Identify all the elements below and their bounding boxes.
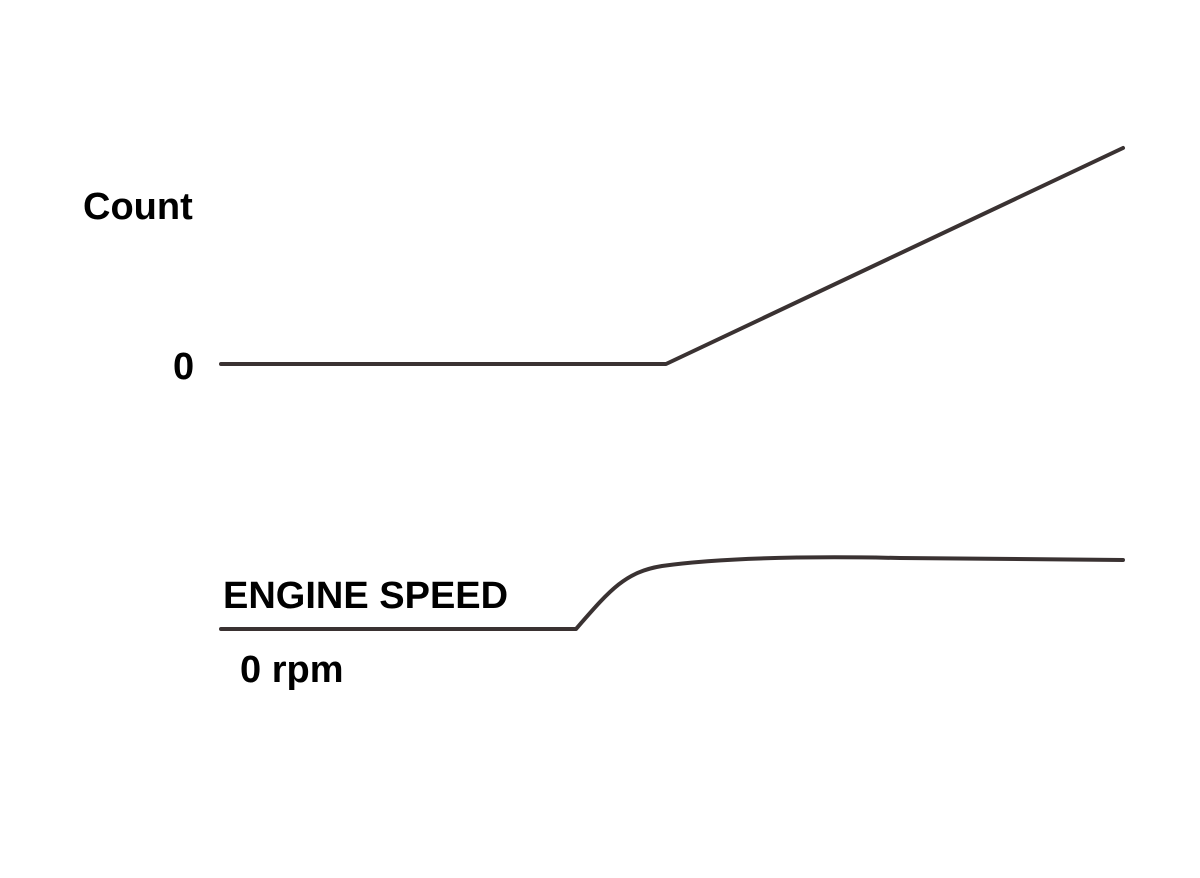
engine-speed-graph: ENGINE SPEED 0 rpm (219, 555, 1125, 691)
count-axis-label: Count (83, 186, 193, 228)
count-trace-line (219, 146, 1125, 366)
engine-speed-axis-label: ENGINE SPEED (223, 575, 508, 617)
count-zero-label: 0 (173, 346, 194, 388)
engine-speed-trace-line (219, 555, 1125, 631)
engine-speed-zero-label: 0 rpm (240, 649, 343, 691)
count-graph: Count 0 (83, 146, 1125, 388)
